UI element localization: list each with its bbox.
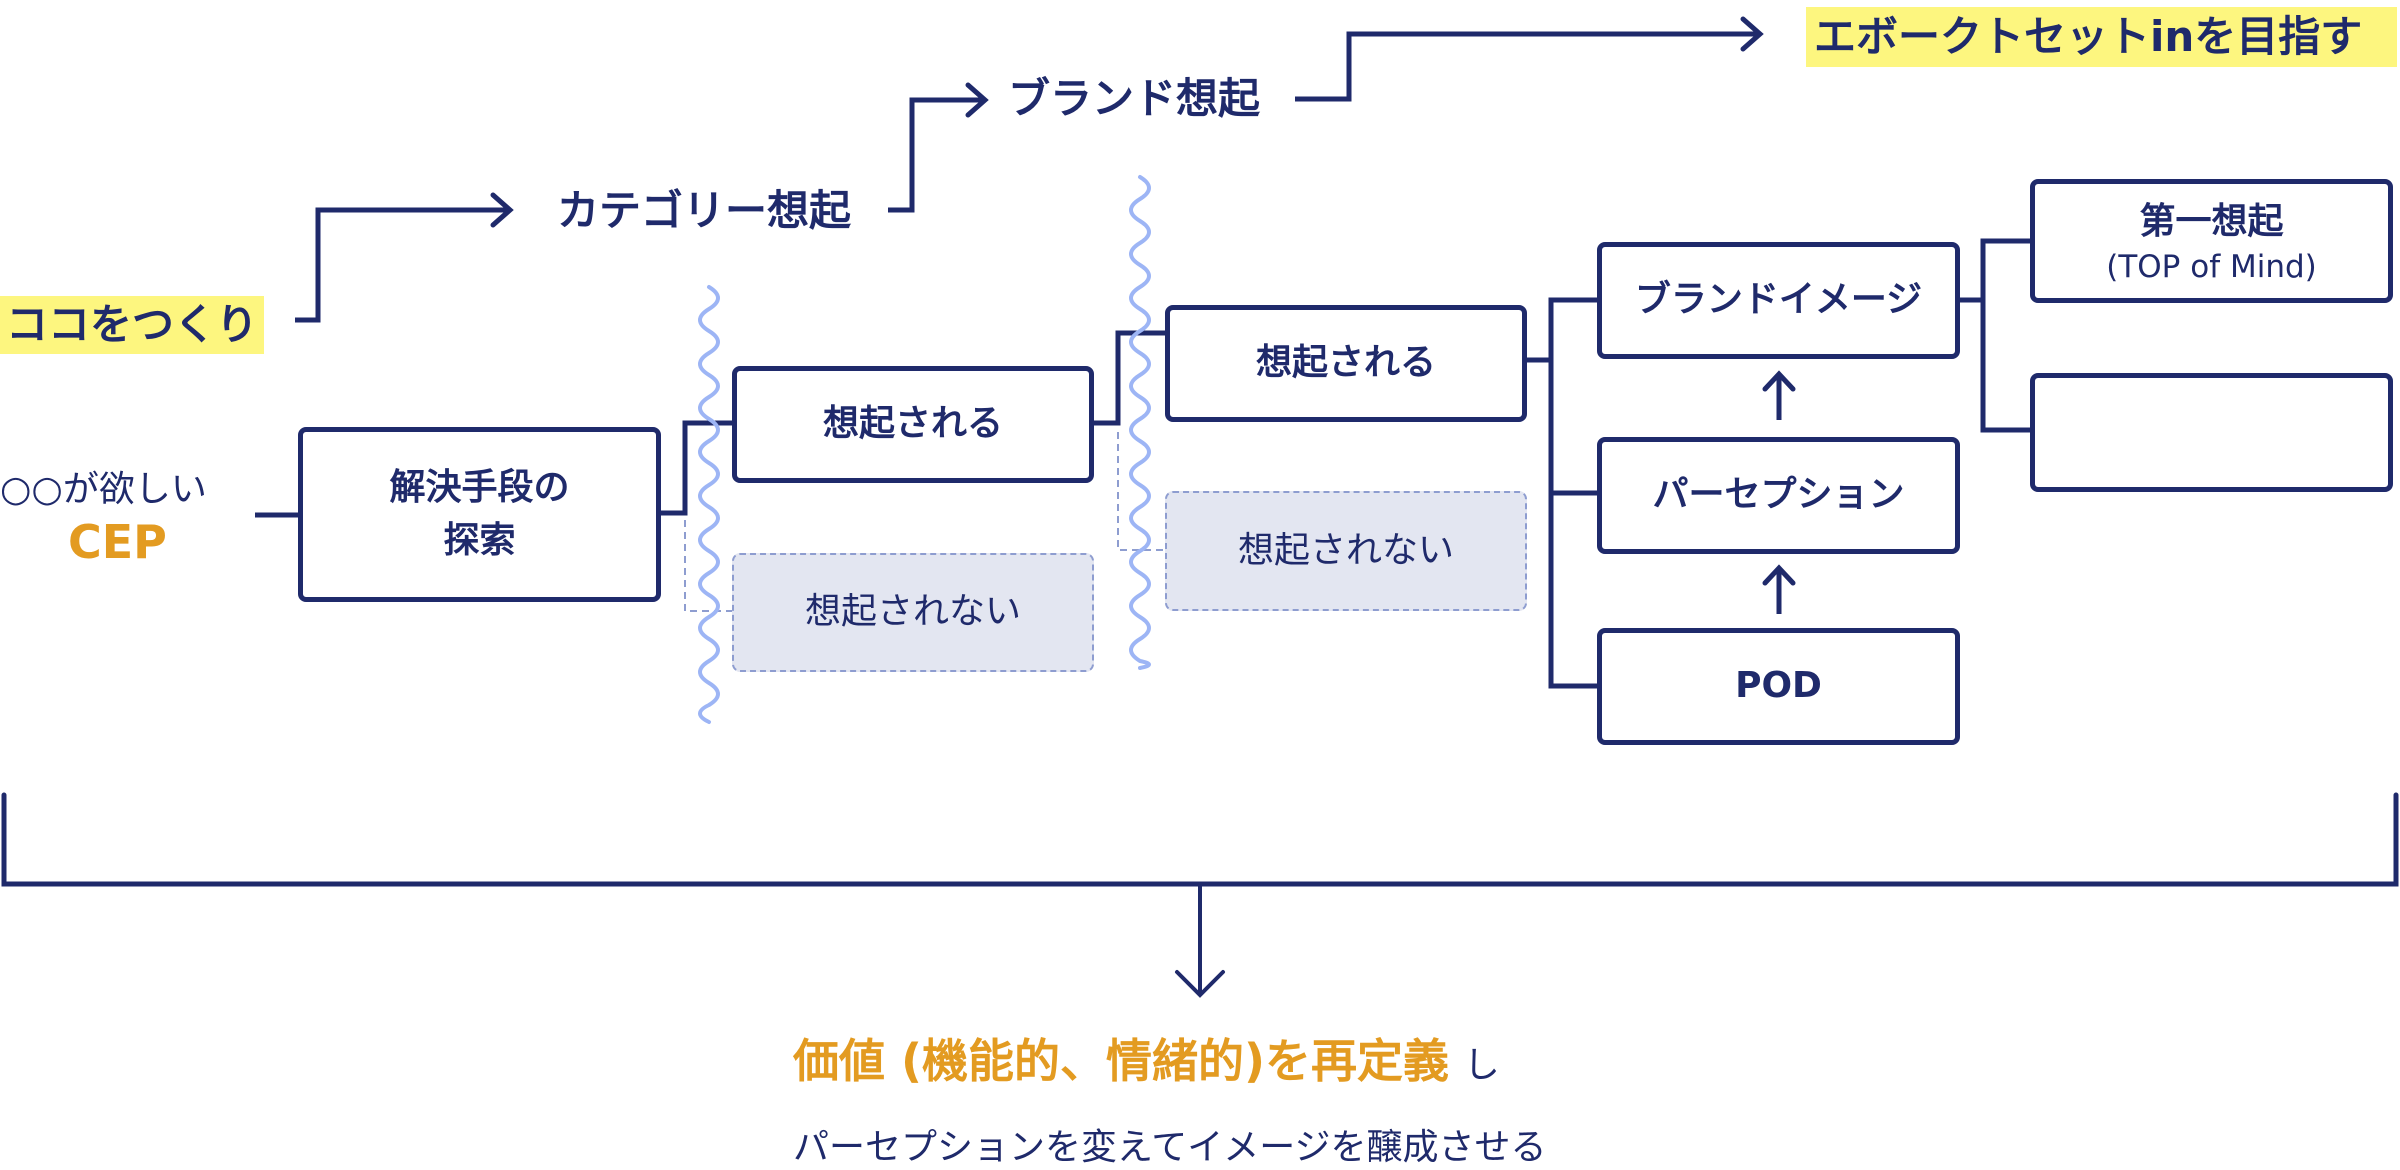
conclusion-highlight: 価値 (機能的、情緒的)を再定義 [793, 1034, 1450, 1088]
stair-arrow-goal [1295, 31, 1758, 102]
wavy-barrier-line [698, 285, 720, 724]
brand-image-box: ブランドイメージ [1597, 242, 1960, 359]
stair-arrow-brand [888, 97, 983, 213]
goal-label: エボークトセットinを目指す [1806, 7, 2397, 67]
arrowhead [1762, 370, 1796, 392]
pod-box: POD [1597, 628, 1960, 745]
arrowhead [1740, 16, 1764, 52]
category-recall-label: カテゴリー想起 [557, 186, 852, 235]
top-of-mind-box: 第一想起 (TOP of Mind) [2030, 179, 2393, 303]
conclusion-suffix: し [1463, 1045, 1500, 1086]
brand-recall-label: ブランド想起 [1008, 74, 1261, 123]
recalled-box-1: 想起される [732, 366, 1094, 483]
search-box-line2: 探索 [443, 519, 516, 561]
bottom-bracket [1, 792, 2399, 887]
dashed-branch-2 [1117, 432, 1165, 551]
conclusion-line: 価値 (機能的、情緒的)を再定義 し [793, 1025, 1500, 1091]
start-label: ココをつくり [0, 296, 265, 354]
not-recalled-box-1: 想起されない [732, 553, 1094, 672]
arrowhead [965, 82, 989, 118]
perception-box: パーセプション [1597, 437, 1960, 554]
empty-box [2030, 373, 2393, 492]
dashed-branch-1 [684, 520, 732, 612]
search-box-line1: 解決手段の [389, 467, 570, 509]
cep-label: CEP [68, 515, 167, 569]
wavy-barrier-line [1129, 175, 1151, 670]
search-box: 解決手段の 探索 [298, 427, 661, 602]
branch-connector-1 [661, 420, 734, 516]
cep-want-text: ○○が欲しい [0, 469, 207, 510]
top-of-mind-sub: (TOP of Mind) [2106, 248, 2317, 285]
not-recalled-box-2: 想起されない [1165, 491, 1527, 611]
arrowhead [1762, 564, 1796, 586]
right-bracket [1980, 238, 2032, 433]
recalled-box-2: 想起される [1165, 305, 1527, 422]
arrowhead [490, 192, 514, 228]
conclusion-detail: パーセプションを変えてイメージを醸成させる [793, 1127, 1547, 1168]
arrowhead [1175, 970, 1225, 998]
branch-connector-2 [1094, 330, 1167, 426]
stair-arrow-category [295, 207, 508, 323]
top-of-mind-title: 第一想起 [2139, 201, 2284, 243]
